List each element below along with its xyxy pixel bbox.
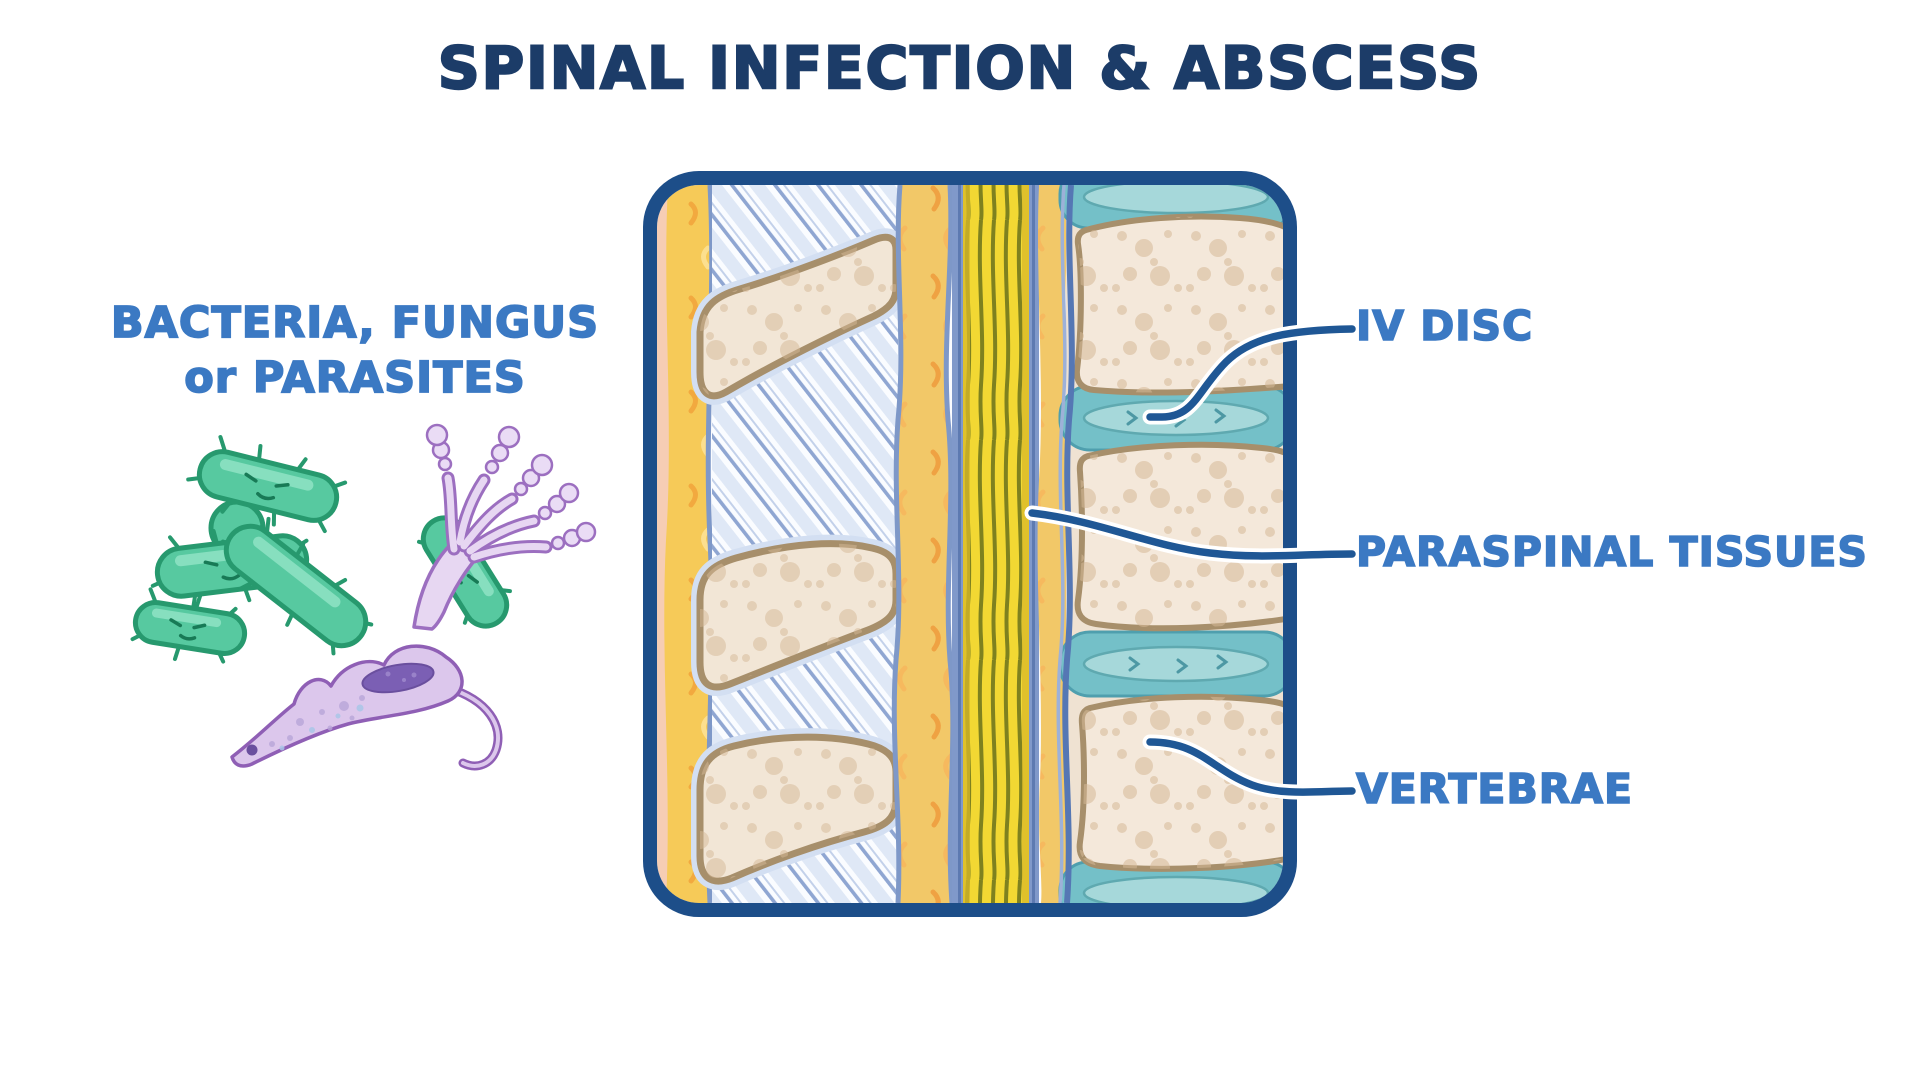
pathogens-caption-line2: or PARASITES (183, 352, 526, 404)
epidural-fat-right (1037, 185, 1071, 903)
vertebrae-leader-line (1142, 734, 1360, 800)
vertebra-labeled (1074, 441, 1283, 632)
pathogens-caption-line1: BACTERIA, FUNGUS (110, 297, 600, 349)
parasite-kinetoplast (246, 744, 258, 756)
fungus-spore-chains (425, 423, 597, 551)
iv-disc-leader-line (1142, 321, 1360, 425)
spine-cross-section-panel (643, 171, 1297, 917)
label-paraspinal-tissues: PARASPINAL TISSUES (1355, 527, 1868, 577)
leader-lines (1024, 321, 1360, 800)
bacterium-rod (220, 516, 374, 656)
pathogens-caption: BACTERIA, FUNGUS or PARASITES (45, 296, 665, 406)
label-iv-disc: IV DISC (1355, 301, 1534, 351)
page-title: SPINAL INFECTION & ABSCESS (437, 33, 1483, 103)
parasite-nucleus (361, 662, 435, 694)
spinal-nerve-bundle (963, 185, 1029, 903)
epidural-fat-left (894, 185, 953, 903)
parasite-illustration (230, 644, 503, 771)
panel-border (643, 171, 1297, 917)
bacterium-rod (130, 587, 248, 664)
bacteria-illustration (130, 435, 512, 664)
spinous-processes (691, 228, 905, 890)
fungus-illustration (412, 423, 597, 631)
bacterium-rod (186, 435, 348, 534)
paraspinal-leader-line (1024, 505, 1360, 564)
label-vertebrae: VERTEBRAE (1355, 764, 1634, 814)
parasite-speckles (269, 695, 365, 747)
